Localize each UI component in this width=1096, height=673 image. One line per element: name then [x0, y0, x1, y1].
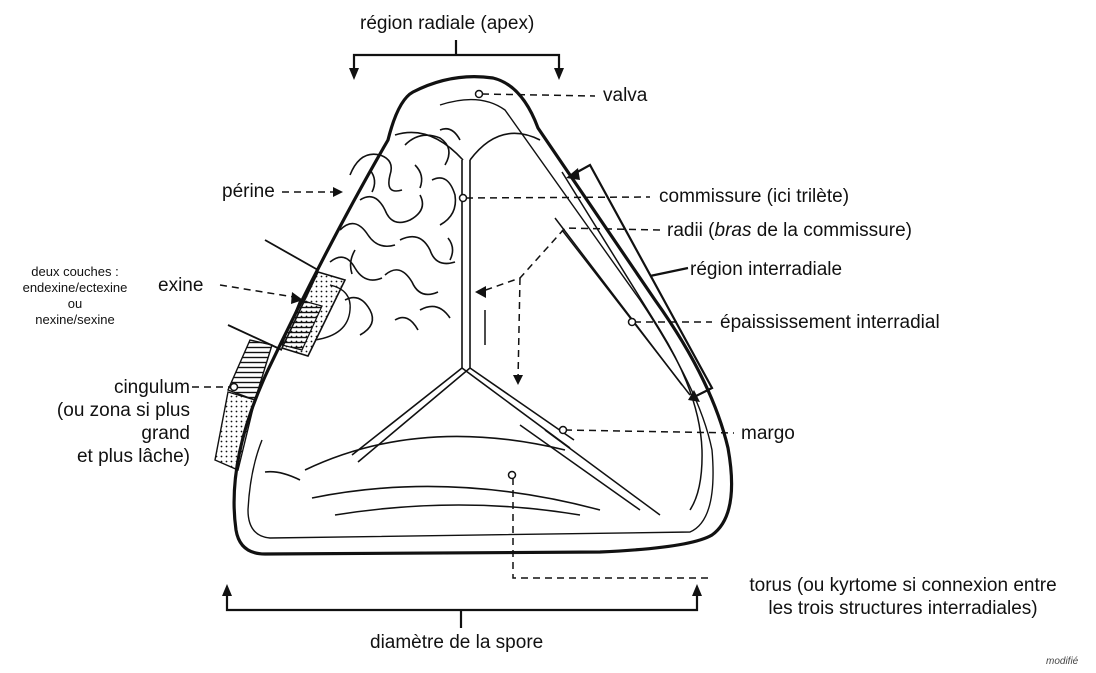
deux-couches-line-2: endexine/ectexine: [0, 280, 150, 296]
region-radiale-label: région radiale (apex): [360, 12, 534, 35]
radii-label-post: de la commissure): [751, 220, 912, 241]
modifie-label: modifié: [1046, 650, 1078, 673]
valva-leader: [482, 94, 595, 96]
radii-leader-2: [518, 278, 520, 380]
epaississement-point: [629, 319, 636, 326]
epaississement-label: épaississement interradial: [720, 311, 940, 334]
cingulum-label: cingulum (ou zona si plus grand et plus …: [18, 376, 190, 468]
valva-label: valva: [603, 84, 647, 107]
torus-line-2: les trois structures interradiales): [718, 597, 1088, 620]
exine-label: exine: [158, 274, 203, 297]
cingulum-line-4: et plus lâche): [18, 445, 190, 468]
region-radiale-bracket: [354, 40, 559, 75]
deux-couches-label: deux couches : endexine/ectexine ou nexi…: [0, 264, 150, 328]
torus-point: [509, 472, 516, 479]
radii-arrowhead: [475, 286, 486, 298]
deux-couches-line-4: nexine/sexine: [0, 312, 150, 328]
cingulum-point: [231, 384, 238, 391]
torus-leader: [513, 478, 712, 578]
torus-label: torus (ou kyrtome si connexion entre les…: [718, 574, 1088, 620]
commissure-point: [460, 195, 467, 202]
commissure-label: commissure (ici trilète): [659, 185, 849, 208]
cingulum-line-1: cingulum: [18, 376, 190, 399]
commissure-leader: [466, 197, 650, 198]
radii-label: radii (bras de la commissure): [667, 219, 912, 242]
radii-ridges: [485, 218, 690, 515]
exine-block: [228, 240, 350, 356]
radii-arrowhead-2: [513, 375, 523, 385]
cingulum-line-2: (ou zona si plus: [18, 399, 190, 422]
diametre-label: diamètre de la spore: [370, 631, 543, 654]
valva-point: [476, 91, 483, 98]
radii-label-pre: radii (: [667, 220, 715, 241]
torus-line-1: torus (ou kyrtome si connexion entre: [718, 574, 1088, 597]
deux-couches-line-3: ou: [0, 296, 150, 312]
margo-leader: [565, 430, 734, 433]
deux-couches-line-1: deux couches :: [0, 264, 150, 280]
torus-arcs: [265, 436, 600, 515]
cingulum-line-3: grand: [18, 422, 190, 445]
radii-label-italic: bras: [715, 220, 752, 241]
perine-label: périne: [222, 180, 275, 203]
exine-leader: [220, 285, 300, 298]
diametre-bracket: [227, 590, 697, 628]
cingulum-strip: [215, 340, 272, 470]
perine-arrowhead: [333, 187, 343, 197]
margo-label: margo: [741, 422, 795, 445]
commissure-lines: [352, 132, 574, 462]
region-interradiale-label: région interradiale: [690, 258, 842, 281]
margo-point: [560, 427, 567, 434]
